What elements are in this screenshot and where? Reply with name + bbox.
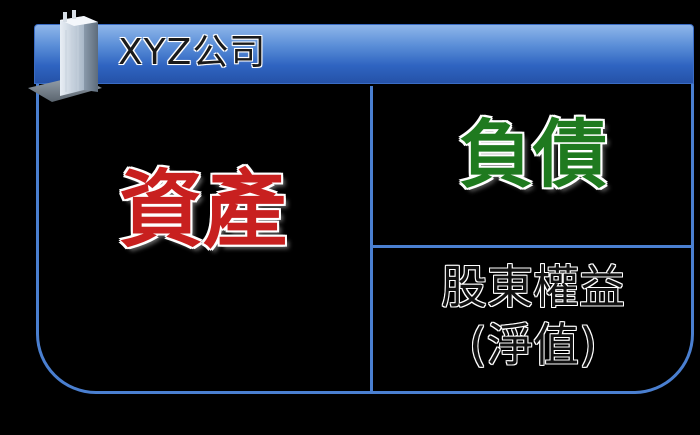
building-icon <box>28 10 102 102</box>
assets-label: 資產 <box>118 161 287 259</box>
equity-label-line2: (淨值) <box>469 318 597 372</box>
equity-label: 股東權益 (淨值) <box>374 258 692 374</box>
company-title: XYZ公司 <box>118 32 267 73</box>
balance-sheet-board <box>36 84 694 394</box>
equity-label-line1: 股東權益 <box>441 260 625 314</box>
horizontal-divider <box>372 245 694 248</box>
liabilities-label: 負債 <box>459 112 607 198</box>
vertical-divider <box>370 86 373 392</box>
title-bar <box>34 24 694 84</box>
